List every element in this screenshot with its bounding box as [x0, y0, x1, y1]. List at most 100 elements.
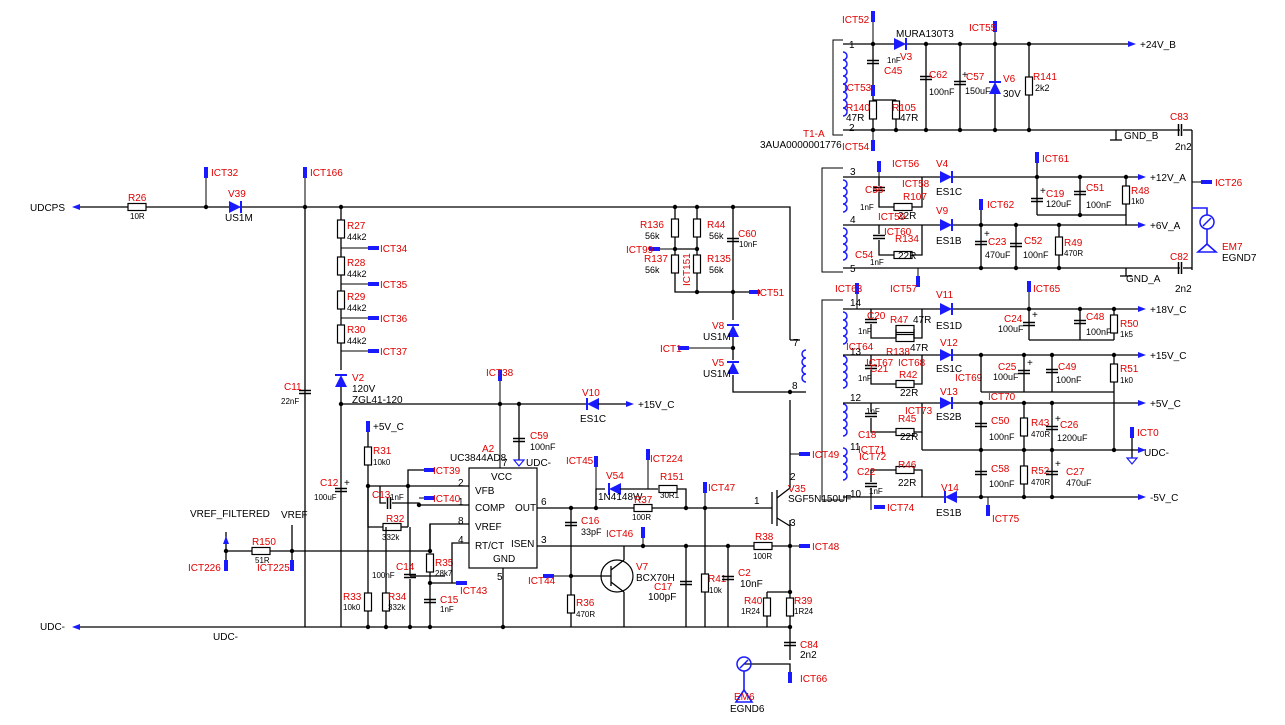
c11-val: 22nF — [281, 397, 299, 406]
r51-val: 1k0 — [1120, 376, 1133, 385]
c26-val: 1200uF — [1057, 433, 1088, 443]
ic-pin-vcc: VCC — [491, 472, 512, 483]
r29-val: 44k2 — [347, 303, 367, 313]
r48-ref: R48 — [1131, 186, 1150, 197]
ic-num-vcc: 7 — [502, 458, 508, 469]
c59-ref: C59 — [530, 431, 549, 442]
r138-val: 47R — [910, 343, 928, 354]
r135-val: 56k — [709, 265, 724, 275]
r136-val: 56k — [645, 231, 660, 241]
r137-val: 56k — [645, 265, 660, 275]
pin-q3: 3 — [790, 518, 796, 529]
transformer-ref: T1-A — [803, 129, 825, 140]
c56-val: 1nF — [860, 203, 874, 212]
tp-ict45: ICT45 — [566, 456, 594, 467]
v12-ref: V12 — [940, 338, 958, 349]
r38-val: 100R — [753, 552, 772, 561]
c17-val: 100pF — [648, 592, 676, 603]
c54-ref: C54 — [855, 250, 874, 261]
r47-ref: R47 — [890, 315, 909, 326]
c58-val: 100nF — [989, 479, 1015, 489]
r37-ref: R37 — [634, 495, 653, 506]
tp-ict36: ICT36 — [380, 314, 408, 325]
c84-val: 2n2 — [800, 650, 817, 661]
c25-val: 100uF — [993, 372, 1019, 382]
tp-ict73: ICT73 — [905, 406, 933, 417]
c58-ref: C58 — [991, 464, 1010, 475]
r27-val: 44k2 — [347, 232, 367, 242]
r52-val: 470R — [1031, 478, 1050, 487]
svg-text:+: + — [1027, 358, 1033, 369]
net-6v-a: +6V_A — [1150, 221, 1181, 232]
r45-val: 22R — [900, 432, 918, 443]
pin-q2: 2 — [790, 472, 796, 483]
net-15v-left: +15V_C — [638, 400, 674, 411]
tp-ict52: ICT52 — [842, 15, 870, 26]
c23-val: 470uF — [985, 250, 1011, 260]
v14-ref: V14 — [941, 483, 959, 494]
c11-ref: C11 — [284, 382, 302, 393]
svg-text:+: + — [1032, 310, 1038, 321]
tp-ict63: ICT63 — [835, 284, 863, 295]
tp-ict99: ICT99 — [626, 245, 654, 256]
v54-ref: V54 — [606, 471, 624, 482]
net-gnd-b: GND_B — [1124, 131, 1159, 142]
tp-ict26: ICT26 — [1215, 178, 1243, 189]
pin-p5: 5 — [850, 264, 856, 275]
net-m5v-c: -5V_C — [1150, 493, 1178, 504]
tp-ict47: ICT47 — [708, 483, 736, 494]
net-udcps: UDCPS — [30, 203, 65, 214]
ic-pin-out: OUT — [515, 503, 536, 514]
tp-ict56: ICT56 — [892, 159, 920, 170]
tp-ict226: ICT226 — [188, 563, 221, 574]
svg-text:+: + — [962, 70, 968, 81]
c51-val: 100nF — [1086, 200, 1112, 210]
tp-ict67: ICT67 — [866, 358, 894, 369]
r35-ref: R35 — [435, 558, 454, 569]
v11-val: ES1D — [936, 321, 962, 332]
r151-ref: R151 — [660, 472, 684, 483]
svg-text:+: + — [1040, 186, 1046, 197]
r50-val: 1k5 — [1120, 330, 1133, 339]
r43-ref: R43 — [1031, 418, 1050, 429]
pin-q1: 1 — [754, 496, 760, 507]
ic-num-out: 6 — [541, 497, 547, 508]
r28-val: 44k2 — [347, 269, 367, 279]
r30-val: 44k2 — [347, 336, 367, 346]
ic-num-gnd: 5 — [497, 572, 503, 583]
c18-ref: C18 — [858, 430, 877, 441]
em6-ref: EM6 — [734, 692, 755, 703]
r33-ref: R33 — [343, 592, 362, 603]
ic-pin-vref: VREF — [475, 522, 502, 533]
c84-ref: C84 — [800, 640, 819, 651]
pin-p13: 13 — [850, 347, 862, 358]
tp-ict70: ICT70 — [988, 392, 1016, 403]
c12-val: 100uF — [314, 493, 337, 502]
c60-ref: C60 — [738, 229, 757, 240]
tp-ict51: ICT51 — [757, 288, 785, 299]
r40-val: 1R24 — [741, 607, 761, 616]
c15-val: 1nF — [440, 605, 454, 614]
pin-p2: 2 — [849, 123, 855, 134]
em7-ref: EM7 — [1222, 242, 1243, 253]
tp-ict43: ICT43 — [460, 586, 488, 597]
c21-val: 1nF — [858, 374, 872, 383]
c17-ref: C17 — [654, 582, 673, 593]
c49-val: 100nF — [1056, 375, 1082, 385]
r31-ref: R31 — [373, 446, 392, 457]
r107-val: 22R — [898, 211, 916, 222]
c62-ref: C62 — [929, 70, 948, 81]
r140-ref: R140 — [846, 103, 870, 114]
v39-ref: V39 — [228, 189, 246, 200]
pin-p8: 8 — [792, 381, 798, 392]
r47-val: 47R — [913, 315, 931, 326]
c50-val: 100nF — [989, 432, 1015, 442]
pin-p11: 11 — [850, 442, 861, 453]
tp-ict65: ICT65 — [1033, 284, 1061, 295]
tp-ict69: ICT69 — [955, 373, 983, 384]
r151-val: 30R1 — [660, 491, 680, 500]
c52-ref: C52 — [1024, 236, 1043, 247]
r137-ref: R137 — [644, 254, 668, 265]
transformer-part: 3AUA0000001776 — [760, 140, 842, 151]
r42-val: 22R — [900, 388, 918, 399]
